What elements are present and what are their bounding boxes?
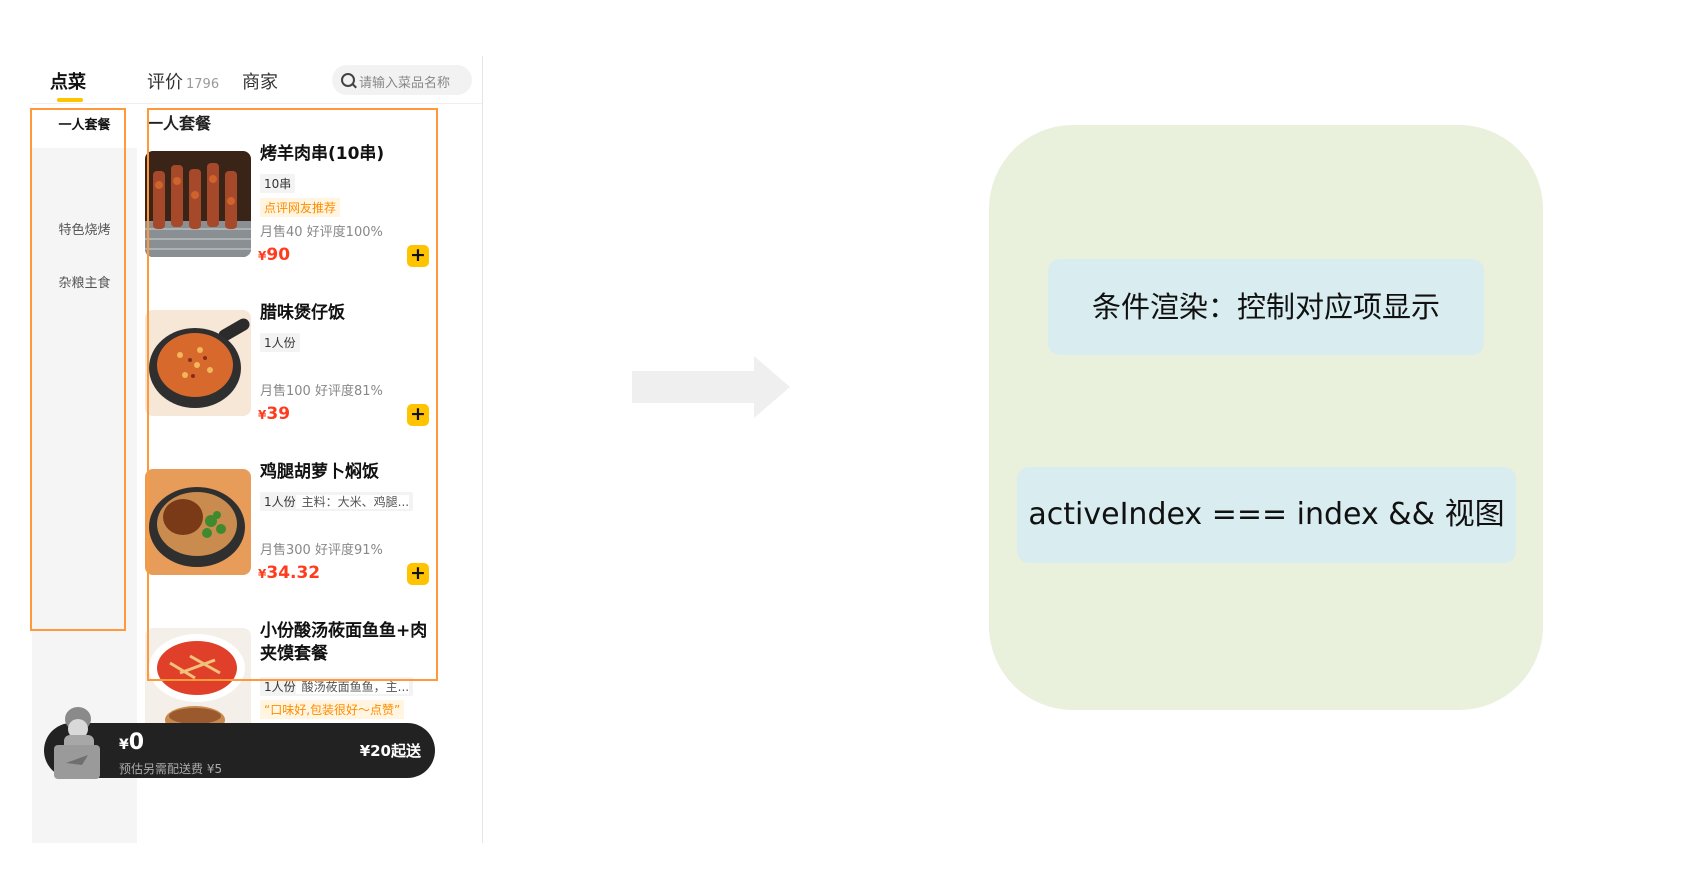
dish-description: 主料：大米、鸡腿... [295,495,410,509]
dish-tag-label: 1人份 [264,495,296,509]
right-arrow-icon [632,356,790,418]
menu-item[interactable]: 鸡腿胡萝卜焖饭 1人份主料：大米、鸡腿... 月售300 好评度91% ¥34.… [145,462,440,599]
cart-bar[interactable]: ¥0 预估另需配送费 ¥5 ¥20起送 [44,707,435,779]
explanation-note-conditional-render: 条件渲染：控制对应项显示 [1048,259,1484,355]
cart-total-value: 0 [128,730,145,755]
search-input[interactable]: 请输入菜品名称 [332,65,472,95]
dish-image-claypot-rice [145,310,251,416]
tab-order[interactable]: 点菜 [50,72,86,93]
sidebar-item-set-meal[interactable]: 一人套餐 [32,104,137,148]
add-to-cart-button[interactable]: + [407,245,429,267]
dish-image-chicken-rice [145,469,251,575]
dish-recommendation: “口味好,包装很好～点赞” [260,700,405,719]
dish-tag-label: 1人份 [264,680,296,694]
dish-tag: 1人份主料：大米、鸡腿... [260,492,414,511]
list-highlight-box [147,108,438,681]
menu-item[interactable]: 烤羊肉串(10串) 10串 点评网友推荐 月售40 好评度100% ¥90 + [145,144,440,281]
dish-name: 腊味煲仔饭 [260,303,345,323]
dish-name: 烤羊肉串(10串) [260,144,385,164]
dish-price-value: 90 [266,245,291,265]
dish-image-kebab [145,151,251,257]
add-to-cart-button[interactable]: + [407,563,429,585]
dish-tag: 10串 [260,174,296,193]
dish-tag: 1人份酸汤莜面鱼鱼，主... [260,677,414,696]
sidebar-highlight-box [30,108,126,631]
cart-total: ¥0 [119,730,144,755]
category-sidebar: 一人套餐 特色烧烤 杂粮主食 [32,104,137,843]
tab-merchant[interactable]: 商家 [242,72,278,93]
add-to-cart-button[interactable]: + [407,404,429,426]
dish-price: ¥90 [258,245,290,265]
dish-tag: 1人份 [260,333,300,352]
dish-stats: 月售40 好评度100% [260,225,383,240]
dish-stats: 月售300 好评度91% [260,543,383,558]
dish-price: ¥39 [258,404,290,424]
dish-stats: 月售100 好评度81% [260,384,383,399]
explanation-panel [989,125,1543,710]
currency-symbol: ¥ [119,737,129,753]
menu-item[interactable]: 腊味煲仔饭 1人份 月售100 好评度81% ¥39 + [145,303,440,440]
delivery-rider-icon [52,705,114,779]
sidebar-item-bbq[interactable]: 特色烧烤 [58,223,111,238]
currency-symbol: ¥ [258,567,267,581]
currency-symbol: ¥ [258,408,267,422]
dish-description: 酸汤莜面鱼鱼，主... [295,680,410,694]
dish-name: 鸡腿胡萝卜焖饭 [260,462,379,482]
dish-recommendation: 点评网友推荐 [260,198,341,217]
minimum-order: ¥20起送 [359,742,421,760]
section-title: 一人套餐 [147,114,212,133]
active-tab-indicator [57,98,83,102]
dish-price: ¥34.32 [258,563,320,583]
sidebar-item-staples[interactable]: 杂粮主食 [58,276,111,291]
explanation-note-expression: activeIndex === index && 视图 [1017,467,1516,563]
review-count: 1796 [186,77,220,92]
dish-name: 小份酸汤莜面鱼鱼+肉夹馍套餐 [260,621,428,664]
dish-price-value: 39 [266,404,291,424]
tab-reviews-label: 评价 [147,72,183,93]
dish-price-value: 34.32 [266,563,321,583]
search-icon [341,73,355,87]
delivery-fee: 预估另需配送费 ¥5 [119,762,223,776]
currency-symbol: ¥ [258,249,267,263]
search-placeholder: 请输入菜品名称 [359,76,451,91]
